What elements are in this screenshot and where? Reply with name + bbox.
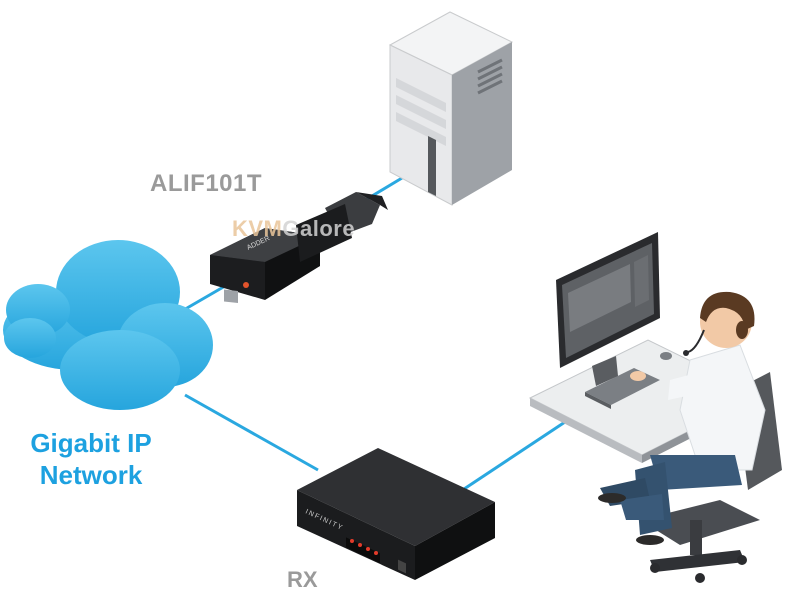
watermark: KVMGalore bbox=[232, 216, 355, 242]
network-label-line2: Network bbox=[39, 460, 143, 490]
transmitter-label: ALIF101T bbox=[150, 170, 263, 197]
server-tower-icon bbox=[388, 11, 514, 206]
watermark-part2: Galore bbox=[282, 216, 356, 241]
network-label-line1: Gigabit IP bbox=[30, 428, 152, 458]
receiver-label: RX bbox=[287, 567, 318, 592]
network-cloud-icon bbox=[3, 240, 213, 410]
transmitter-dongle-icon: ADDER bbox=[210, 192, 388, 304]
network-label: Gigabit IP Network bbox=[16, 427, 166, 491]
link-receiver-to-desk bbox=[454, 420, 566, 497]
workstation-user-icon bbox=[528, 232, 782, 583]
watermark-part1: KVM bbox=[232, 216, 283, 241]
link-cloud-to-receiver bbox=[184, 393, 319, 472]
receiver-box-icon: INFINITY bbox=[297, 448, 495, 580]
